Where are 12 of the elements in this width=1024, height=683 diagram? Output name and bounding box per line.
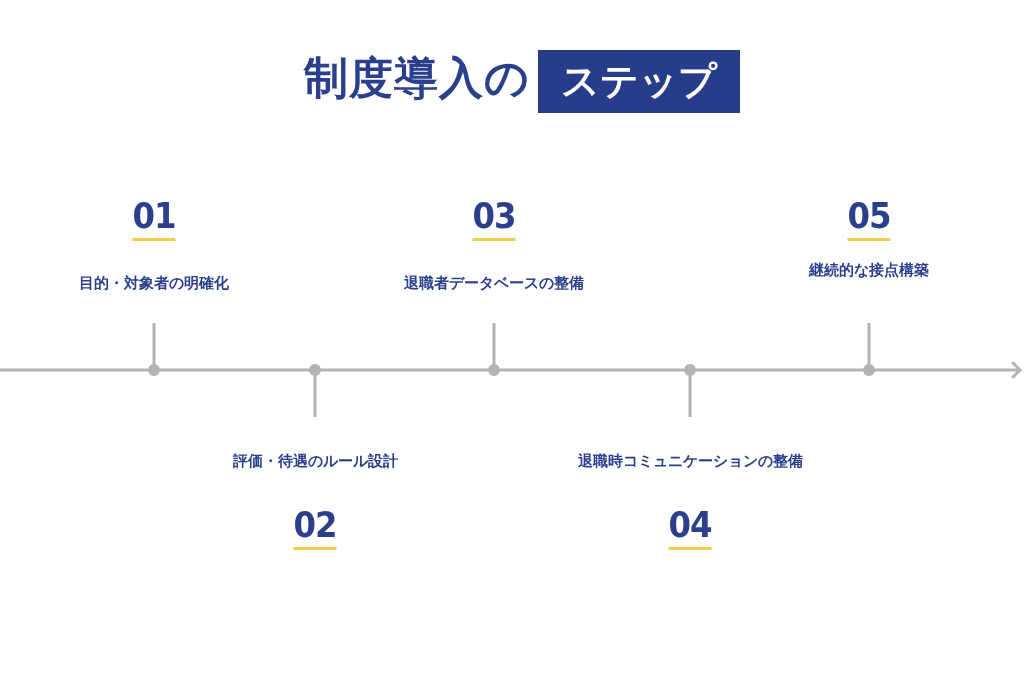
title: 制度導入の [304, 52, 530, 104]
step-label: 目的・対象者の明確化 [79, 274, 229, 293]
step-number: 03 [472, 196, 516, 241]
step-number: 05 [847, 196, 891, 241]
step-number: 04 [668, 505, 712, 550]
step-label: 評価・待遇のルール設計 [232, 452, 398, 471]
step-label: 退職時コミュニケーションの整備 [577, 452, 803, 471]
title-banner: ステップ [538, 50, 740, 113]
step-label: 退職者データベースの整備 [404, 274, 584, 293]
step-number: 02 [293, 505, 337, 550]
step-label: 継続的な接点構築 [809, 261, 929, 280]
step-number: 01 [132, 196, 176, 241]
